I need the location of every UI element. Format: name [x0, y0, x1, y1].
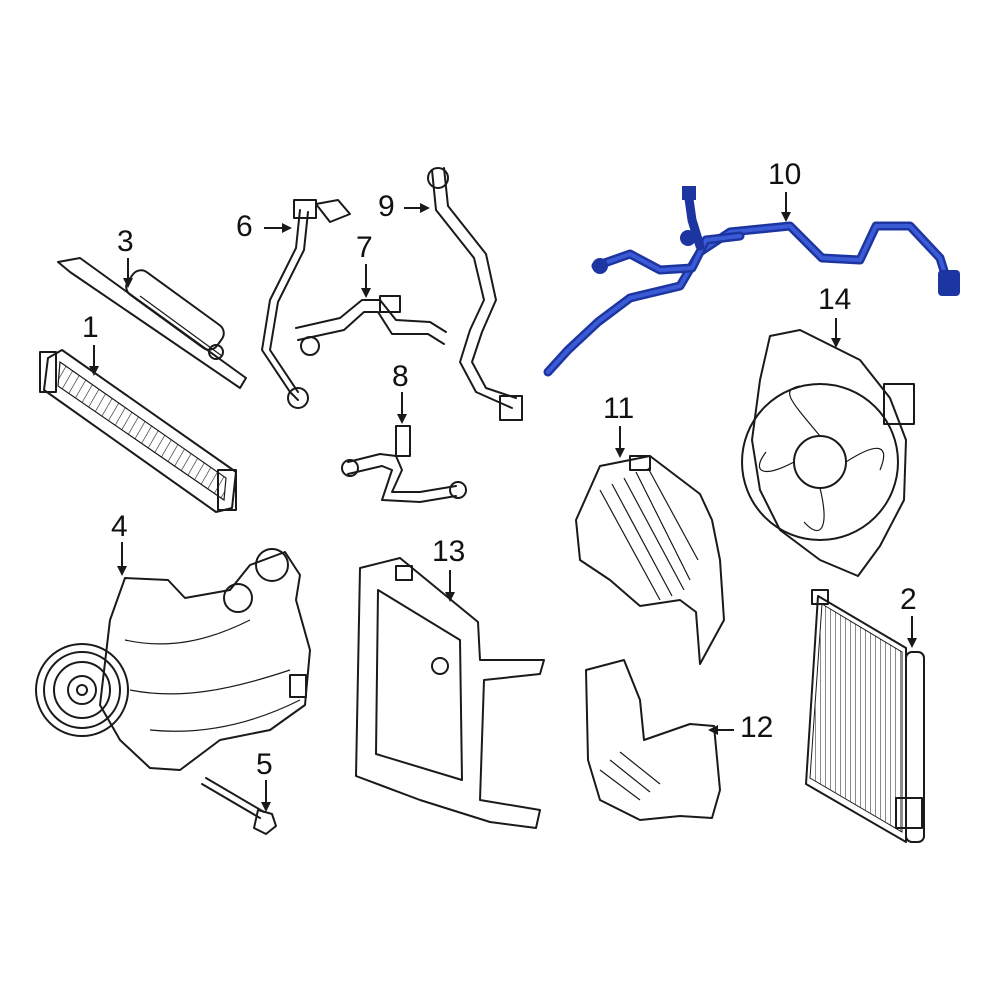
part-12-air-guide [585, 659, 721, 821]
part-14-fan [741, 329, 915, 577]
part-7-hose [295, 295, 447, 356]
part-13-support-frame [355, 557, 545, 829]
callout-14: 14 [818, 283, 852, 316]
callout-11: 11 [603, 392, 635, 425]
callout-4: 4 [111, 510, 128, 543]
part-9-hose [427, 167, 523, 421]
callout-12: 12 [740, 711, 774, 744]
part-4-compressor [35, 548, 311, 771]
part-5-bolt [201, 777, 277, 835]
callout-9: 9 [378, 190, 395, 223]
callout-13: 13 [432, 535, 466, 568]
part-8-hose [341, 425, 467, 503]
part-3-receiver-drier [57, 257, 247, 389]
callout-1: 1 [82, 311, 99, 344]
part-11-air-duct [575, 455, 725, 665]
callout-8: 8 [392, 360, 409, 393]
callout-10: 10 [768, 158, 802, 191]
part-1-cooler [39, 349, 237, 513]
callout-2: 2 [900, 583, 917, 616]
callout-3: 3 [117, 225, 134, 258]
callout-7: 7 [356, 231, 373, 264]
part-10-hose-highlighted [543, 186, 960, 377]
part-6-hose [261, 199, 351, 409]
callout-5: 5 [256, 748, 273, 781]
callout-arrows [89, 192, 917, 812]
callout-6: 6 [236, 210, 253, 243]
part-2-condenser [805, 589, 925, 843]
